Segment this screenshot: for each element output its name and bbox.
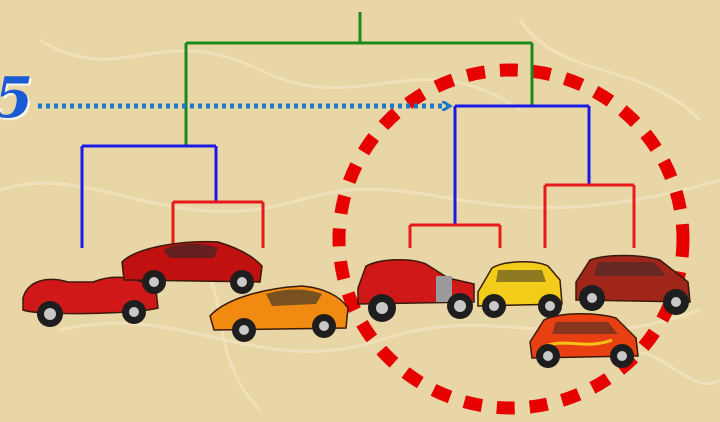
cut-level-label: 5 [0,70,33,126]
